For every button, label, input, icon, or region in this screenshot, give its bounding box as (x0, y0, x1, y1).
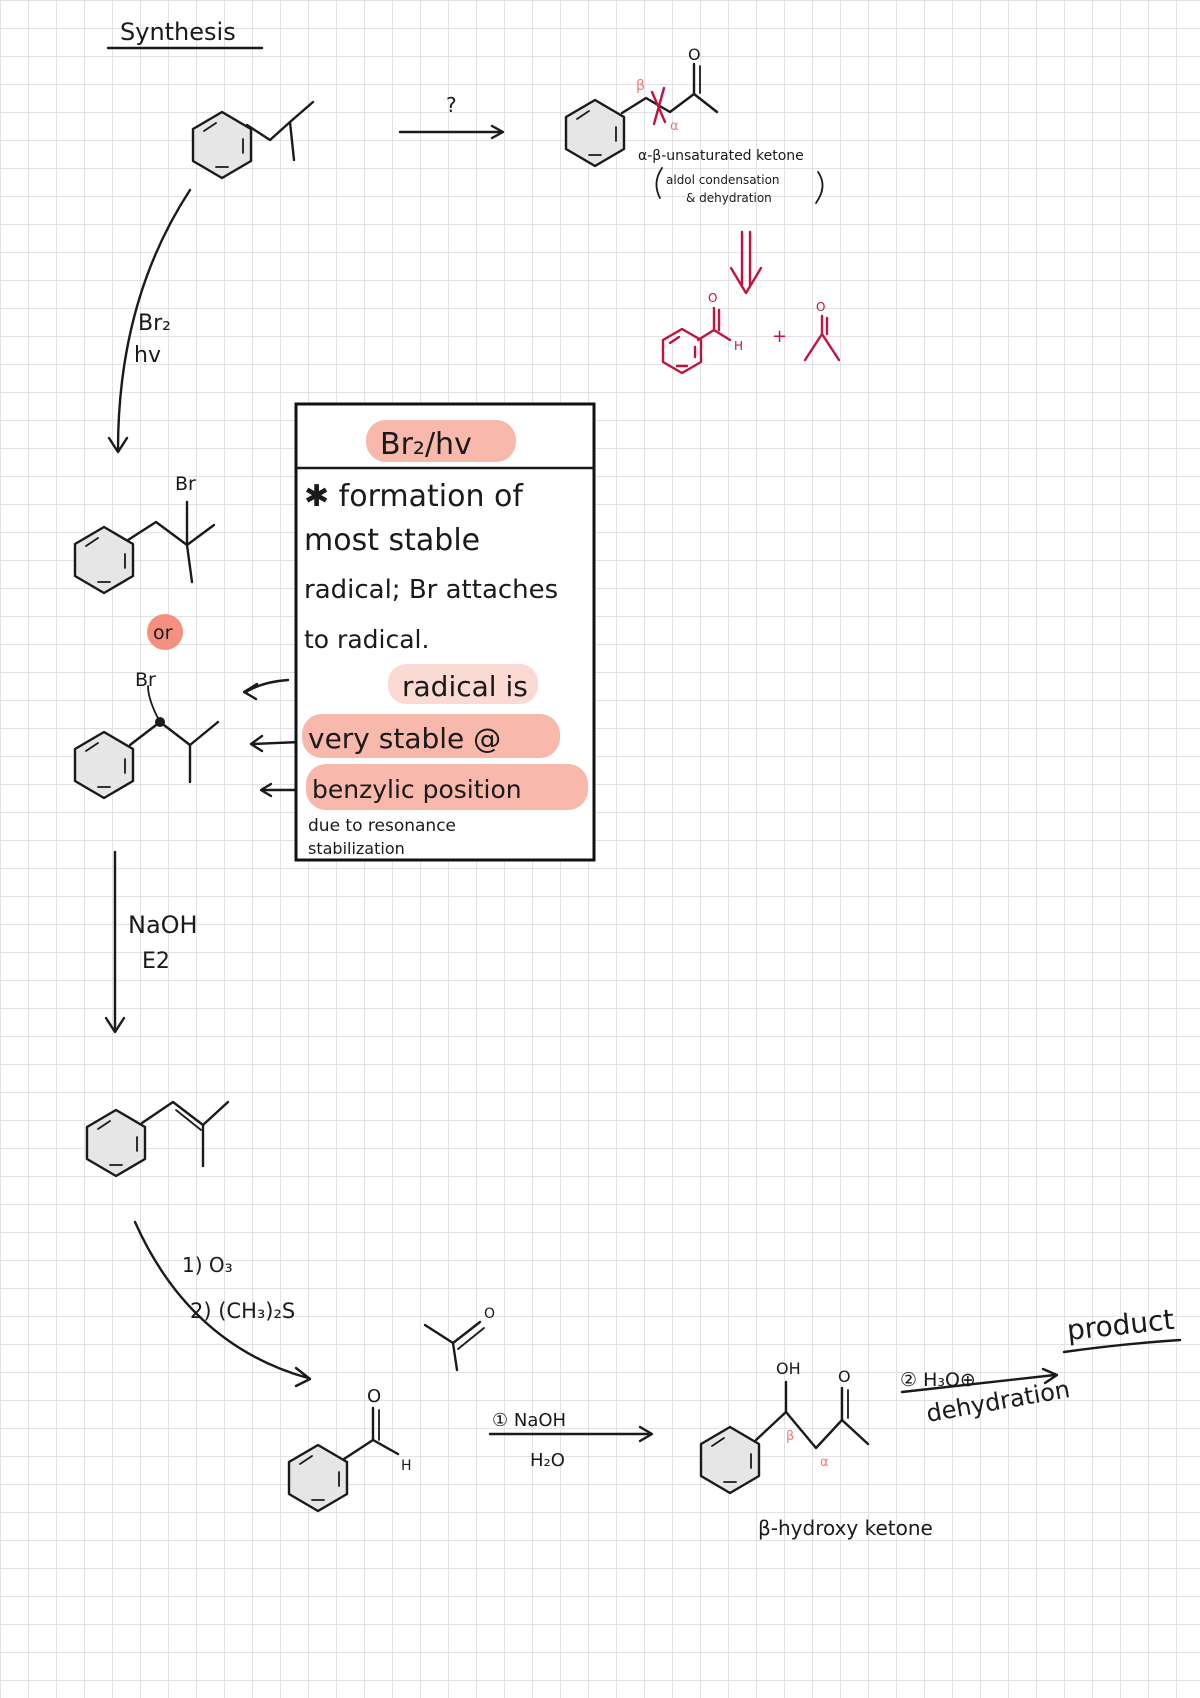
aldehyde-o-label: O (367, 1386, 381, 1407)
ozonolysis-arrowhead (294, 1366, 312, 1388)
bromination-reagent: Br₂ (138, 311, 171, 336)
question-mark: ? (446, 93, 457, 117)
precursor-plus: + (772, 326, 787, 347)
note-line: very stable @ (308, 722, 501, 755)
target-beta-label: β (636, 78, 645, 94)
note-pointer-arrowhead (259, 782, 273, 798)
benzaldehyde-molecule (287, 1406, 400, 1513)
aldol-reagent: ① NaOH (492, 1410, 566, 1431)
hydroxy-oh-label: OH (776, 1359, 801, 1378)
target-carbonyl-o-label: O (688, 45, 701, 64)
page-title: Synthesis (120, 18, 236, 46)
dehydration-reagent: ② H₃O⊕ (900, 1369, 976, 1391)
benzylic-bromide-molecule (73, 685, 220, 800)
note-pointer-arrow (250, 740, 302, 746)
aldol-solvent: H₂O (530, 1450, 565, 1471)
acetone-o-label: O (484, 1306, 495, 1322)
hydroxy-alpha-label: α (820, 1455, 829, 1470)
note-header: Br₂/hv (380, 427, 472, 462)
precursor-aldehyde-o: O (708, 291, 717, 305)
isobutylbenzene-molecule (191, 100, 315, 180)
bromination-arrow (116, 188, 192, 452)
or-label: or (153, 622, 173, 644)
target-caption-dehydration: & dehydration (686, 191, 772, 205)
dehydration-arrow (900, 1373, 1057, 1394)
alkene-molecule (85, 1100, 230, 1178)
hydroxy-beta-label: β (786, 1429, 794, 1444)
note-line: most stable (304, 523, 480, 558)
aldehyde-h-label: H (401, 1458, 412, 1474)
beta-hydroxy-ketone-molecule (699, 1380, 870, 1495)
caption-left-paren (655, 167, 663, 199)
bromination-condition: hv (134, 343, 161, 368)
tertiary-br-label: Br (175, 473, 196, 495)
retrosynthesis-arrow (729, 230, 763, 295)
acetone-byproduct (423, 1320, 485, 1372)
unknown-route-arrowhead (490, 124, 505, 140)
elimination-arrowhead (104, 1016, 126, 1034)
target-alpha-label: α (670, 119, 679, 134)
hydroxy-ketone-o-label: O (838, 1367, 851, 1386)
bromination-arrowhead (107, 436, 129, 454)
precursor-aldehyde-h: H (734, 339, 743, 353)
elimination-reagent: NaOH (128, 911, 198, 939)
caption-right-paren (815, 171, 824, 204)
target-caption-aldol: aldol condensation (666, 173, 780, 187)
unsaturated-ketone-molecule (564, 62, 719, 168)
note-line: to radical. (304, 625, 429, 654)
ozonolysis-reagent: 1) O₃ (182, 1253, 233, 1277)
note-line: stabilization (308, 839, 405, 858)
note-line: benzylic position (312, 775, 522, 804)
or-highlight (147, 614, 183, 650)
radical-dot (155, 717, 165, 727)
benzylic-br-label: Br (135, 669, 156, 691)
bromination-note-box (294, 402, 596, 862)
precursor-acetone-o: O (816, 300, 825, 314)
note-line: due to resonance (308, 816, 456, 836)
hydroxy-ketone-caption: β-hydroxy ketone (758, 1516, 933, 1540)
note-pointer-arrowhead (249, 734, 264, 753)
benzaldehyde-precursor (661, 306, 732, 375)
aldol-arrowhead (638, 1425, 654, 1443)
disconnection-mark (652, 86, 666, 126)
dehydration-arrowhead (1041, 1367, 1059, 1385)
note-line: ✱ formation of (304, 479, 524, 514)
note-line: radical is (402, 670, 528, 703)
ozonolysis-workup: 2) (CH₃)₂S (190, 1299, 295, 1323)
ozonolysis-arrow (133, 1220, 310, 1380)
acetone-precursor (803, 314, 841, 362)
note-line: radical; Br attaches (304, 575, 558, 605)
note-pointer-arrowhead (242, 682, 259, 701)
elimination-mechanism: E2 (142, 949, 170, 974)
product-underline (1062, 1338, 1182, 1354)
target-caption: α-β-unsaturated ketone (638, 148, 804, 164)
tertiary-bromide-molecule (73, 500, 216, 595)
